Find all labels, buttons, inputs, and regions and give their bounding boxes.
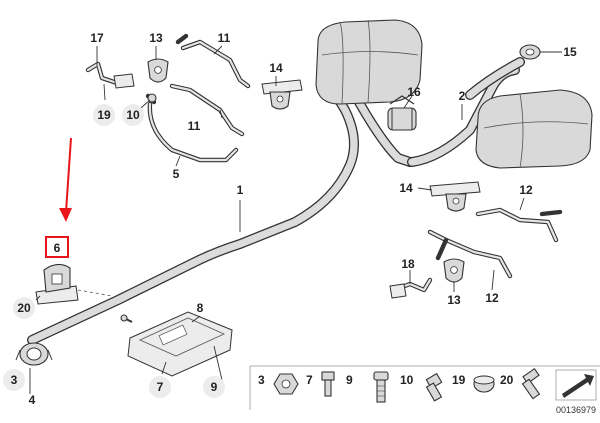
part-18-bracket <box>389 277 433 299</box>
part-6-guide-line <box>77 289 113 297</box>
callout-8: 8 <box>197 301 204 315</box>
legend-7-label: 7 <box>306 373 313 387</box>
bolt-near-heat-shield <box>120 314 133 323</box>
red-arrow <box>59 137 72 222</box>
callout-14-top: 14 <box>269 61 283 75</box>
callouts: 17 13 11 14 15 19 10 11 16 2 5 1 14 12 6… <box>3 31 577 407</box>
callout-9-circle <box>203 376 225 398</box>
callout-19: 19 <box>97 108 111 122</box>
callout-10-circle <box>122 104 144 126</box>
part-13-rubber-bottom <box>443 258 465 283</box>
part-14-mount-top <box>261 79 303 110</box>
callout-19-circle <box>93 104 115 126</box>
callout-12-bottom: 12 <box>485 291 499 305</box>
legend-item-10: 10 <box>400 372 443 402</box>
callout-14-mid: 14 <box>399 181 413 195</box>
legend-19-label: 19 <box>452 373 466 387</box>
legend-9-label: 9 <box>346 373 353 387</box>
callout-5: 5 <box>173 167 180 181</box>
legend-item-9: 9 <box>346 371 389 403</box>
fastener-legend: 3 7 9 10 19 20 <box>249 365 600 415</box>
bolt-icon <box>373 371 389 381</box>
legend-10-label: 10 <box>400 373 414 387</box>
part-13-rubber-top <box>147 58 169 83</box>
callout-13-top: 13 <box>149 31 163 45</box>
part-14-mount-mid <box>429 181 481 212</box>
part-5-strap <box>147 101 239 163</box>
rear-muffler <box>407 57 593 169</box>
callout-20: 20 <box>17 301 31 315</box>
part-8-heat-shield <box>127 311 233 377</box>
callout-7: 7 <box>157 380 164 394</box>
callout-3: 3 <box>11 373 18 387</box>
leader-lines <box>29 45 562 394</box>
legend-item-19: 19 <box>452 373 495 393</box>
callout-4: 4 <box>29 393 36 407</box>
legend-item-7: 7 <box>306 371 335 397</box>
callout-3-circle <box>3 369 25 391</box>
part-16-clamp <box>387 95 417 131</box>
callout-6: 6 <box>54 241 61 255</box>
callout-16: 16 <box>407 85 421 99</box>
part-11-lower-bracket <box>169 83 245 137</box>
part-17-bracket <box>85 61 135 89</box>
callout-11-bottom: 11 <box>188 119 201 133</box>
callout-18: 18 <box>401 257 415 271</box>
part-12-lower-bracket <box>427 229 513 279</box>
orientation-arrow-icon <box>555 369 597 401</box>
legend-item-3: 3 <box>258 373 299 395</box>
bolt-icon-small <box>321 371 335 381</box>
front-flange <box>15 342 53 366</box>
legend-3-label: 3 <box>258 373 265 387</box>
callout-11-top: 11 <box>218 31 231 45</box>
exhaust-pipe-front <box>27 85 415 345</box>
callout-1: 1 <box>237 183 244 197</box>
callout-13-bottom: 13 <box>447 293 461 307</box>
legend-20-label: 20 <box>500 373 514 387</box>
callout-9: 9 <box>211 380 218 394</box>
callout-7-circle <box>149 376 171 398</box>
callout-10: 10 <box>126 108 140 122</box>
callout-12-top: 12 <box>519 183 533 197</box>
callout-20-circle <box>13 297 35 319</box>
part-15-rubber <box>519 44 541 60</box>
centre-muffler <box>315 19 423 105</box>
legend-item-20: 20 <box>500 367 541 400</box>
part-11-upper-bracket <box>175 33 251 89</box>
stud-bolt-icon <box>522 367 540 385</box>
part-10-rubber <box>145 93 157 105</box>
highlight-box-part-6 <box>45 236 69 258</box>
callout-15: 15 <box>563 45 577 59</box>
callout-17: 17 <box>90 31 104 45</box>
part-12-upper-bracket <box>475 207 563 243</box>
diagram-number: 00136979 <box>556 405 596 415</box>
part-6-mount <box>35 263 79 305</box>
callout-2: 2 <box>459 89 466 103</box>
